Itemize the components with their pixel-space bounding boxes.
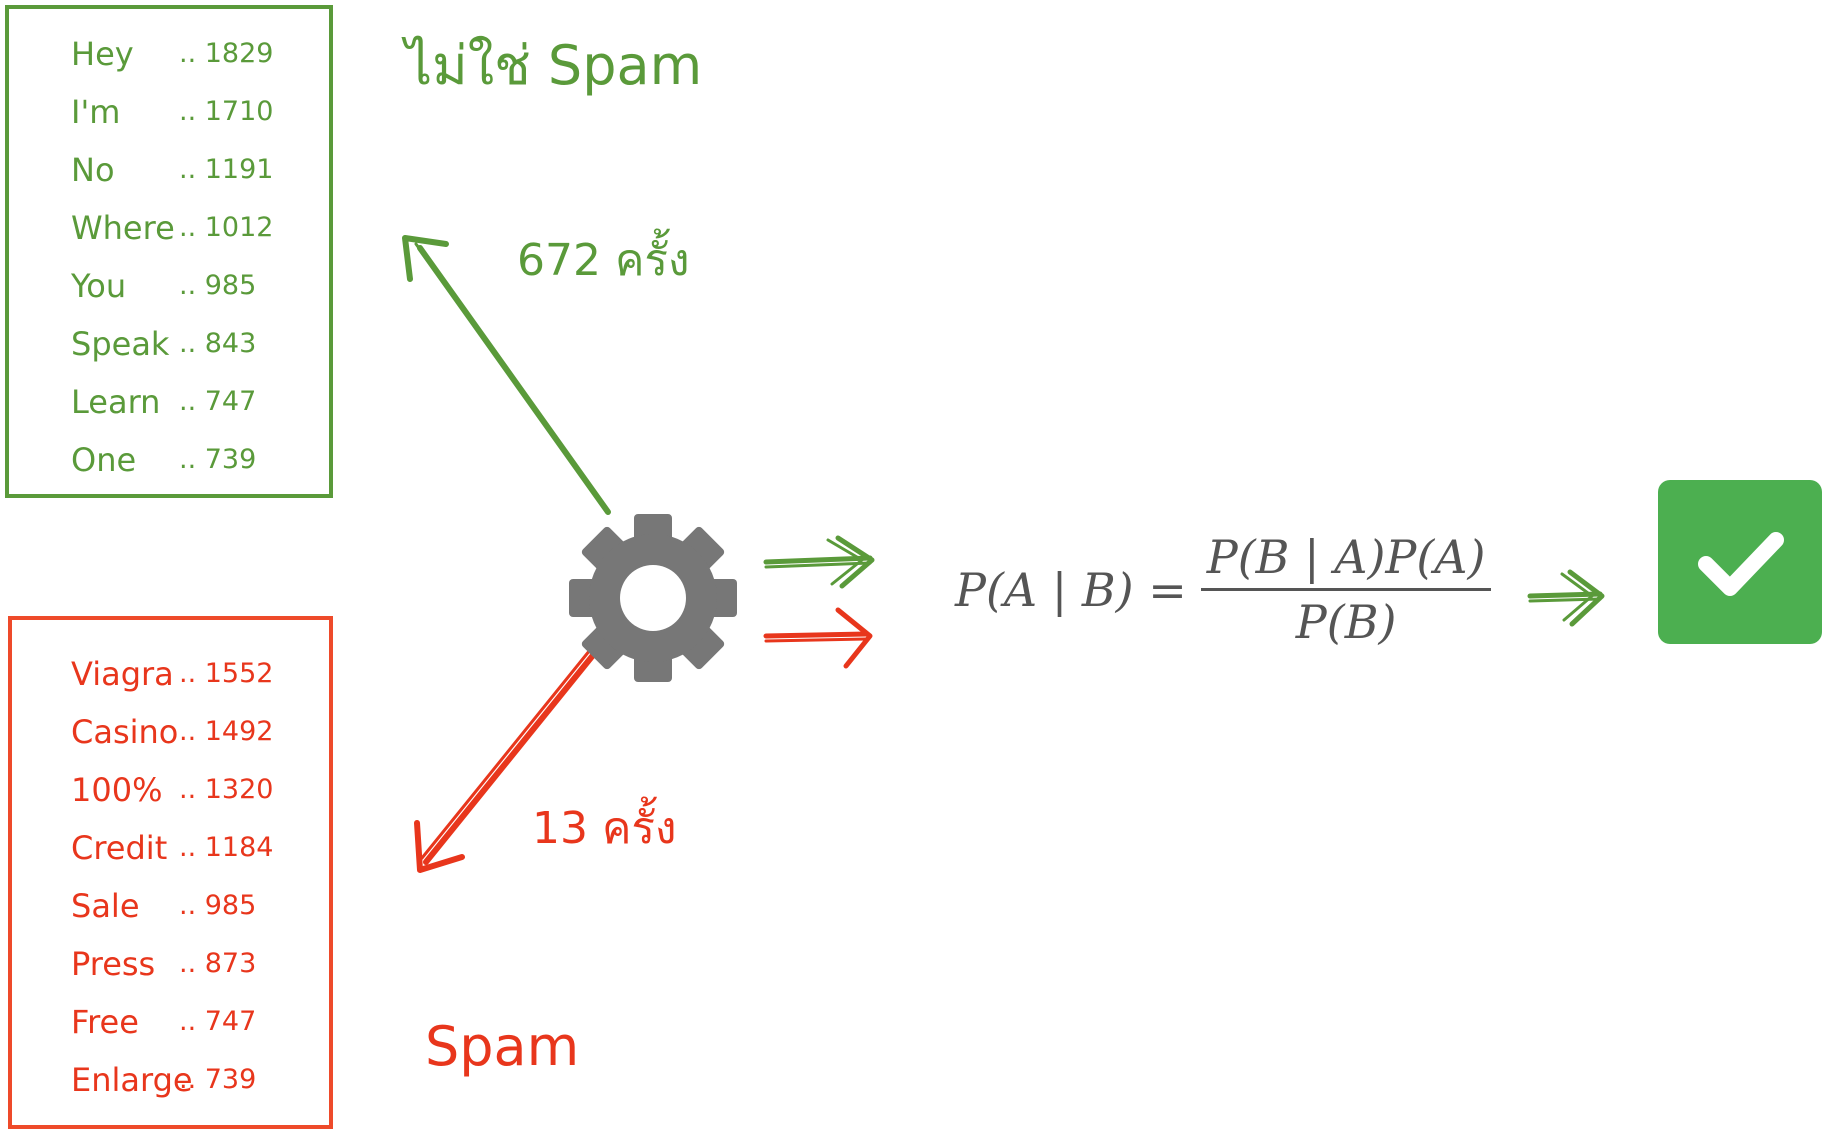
spam-word-row: Press .. 873 [71,944,256,984]
ham-word-row: Where.. 1012 [71,208,273,248]
formula-numerator: P(B | A)P(A) [1200,530,1492,591]
spam-word-count: .. 747 [179,1006,257,1037]
spam-word-row: Free .. 747 [71,1002,256,1042]
spam-word-row: Viagra.. 1552 [71,654,273,694]
ham-word-row: Speak .. 843 [71,324,256,364]
check-icon [1698,532,1784,596]
spam-heading: Spam [425,1015,580,1078]
gear-icon [569,514,737,682]
ham-count-label: 672 ครั้ง [517,235,690,286]
ham-word-count: .. 1710 [179,96,274,127]
ham-word-row: Hey .. 1829 [71,34,273,74]
ham-word-count: .. 1829 [179,38,274,69]
ham-word: You [71,267,127,305]
spam-word-count: .. 873 [179,948,257,979]
formula-fraction: P(B | A)P(A) P(B) [1200,530,1492,649]
spam-word-row: Enlarge.. 739 [71,1060,256,1100]
ham-word-row: One .. 739 [71,440,256,480]
ham-word: Where [71,209,175,247]
ham-word-box [5,5,333,498]
result-check [1658,480,1822,644]
formula-lhs: P(A | B) = [955,562,1187,617]
ham-word-count: .. 739 [179,444,257,475]
ham-word: One [71,441,137,479]
spam-word: Viagra [71,655,174,693]
ham-to-formula-arrow [763,535,875,589]
ham-word-row: You .. 985 [71,266,256,306]
bayes-formula: P(A | B) = P(B | A)P(A) P(B) [955,530,1492,649]
spam-word: Free [71,1003,139,1041]
ham-word-count: .. 747 [179,386,257,417]
spam-word: Sale [71,887,140,925]
formula-to-result-arrow [1527,569,1605,627]
spam-word-count: .. 985 [179,890,257,921]
spam-word: Credit [71,829,168,867]
spam-word: Casino [71,713,179,751]
ham-word-count: .. 843 [179,328,257,359]
ham-word: Learn [71,383,161,421]
ham-word-row: No .. 1191 [71,150,273,190]
ham-word-row: Learn .. 747 [71,382,256,422]
ham-arrow [402,235,611,515]
spam-word-row: Casino.. 1492 [71,712,273,752]
ham-word-count: .. 1012 [179,212,274,243]
spam-word-count: .. 739 [179,1064,257,1095]
spam-arrow [414,648,597,873]
spam-count-label: 13 ครั้ง [532,803,677,854]
spam-word-count: .. 1552 [179,658,274,689]
spam-word-count: .. 1184 [179,832,274,863]
spam-word: 100% [71,771,163,809]
spam-word-row: Credit .. 1184 [71,828,273,868]
ham-word: Speak [71,325,170,363]
spam-word: Press [71,945,156,983]
spam-word-box [8,616,333,1129]
ham-word-row: I'm .. 1710 [71,92,273,132]
ham-word: No [71,151,115,189]
spam-word: Enlarge [71,1061,193,1099]
ham-word: Hey [71,35,134,73]
spam-to-formula-arrow [763,607,873,669]
ham-heading: ไม่ใช่ Spam [405,34,703,97]
spam-word-row: Sale .. 985 [71,886,256,926]
spam-word-row: 100% .. 1320 [71,770,273,810]
ham-word: I'm [71,93,121,131]
ham-word-count: .. 1191 [179,154,274,185]
ham-word-count: .. 985 [179,270,257,301]
formula-denominator: P(B) [1295,595,1397,649]
spam-word-count: .. 1320 [179,774,274,805]
spam-word-count: .. 1492 [179,716,274,747]
